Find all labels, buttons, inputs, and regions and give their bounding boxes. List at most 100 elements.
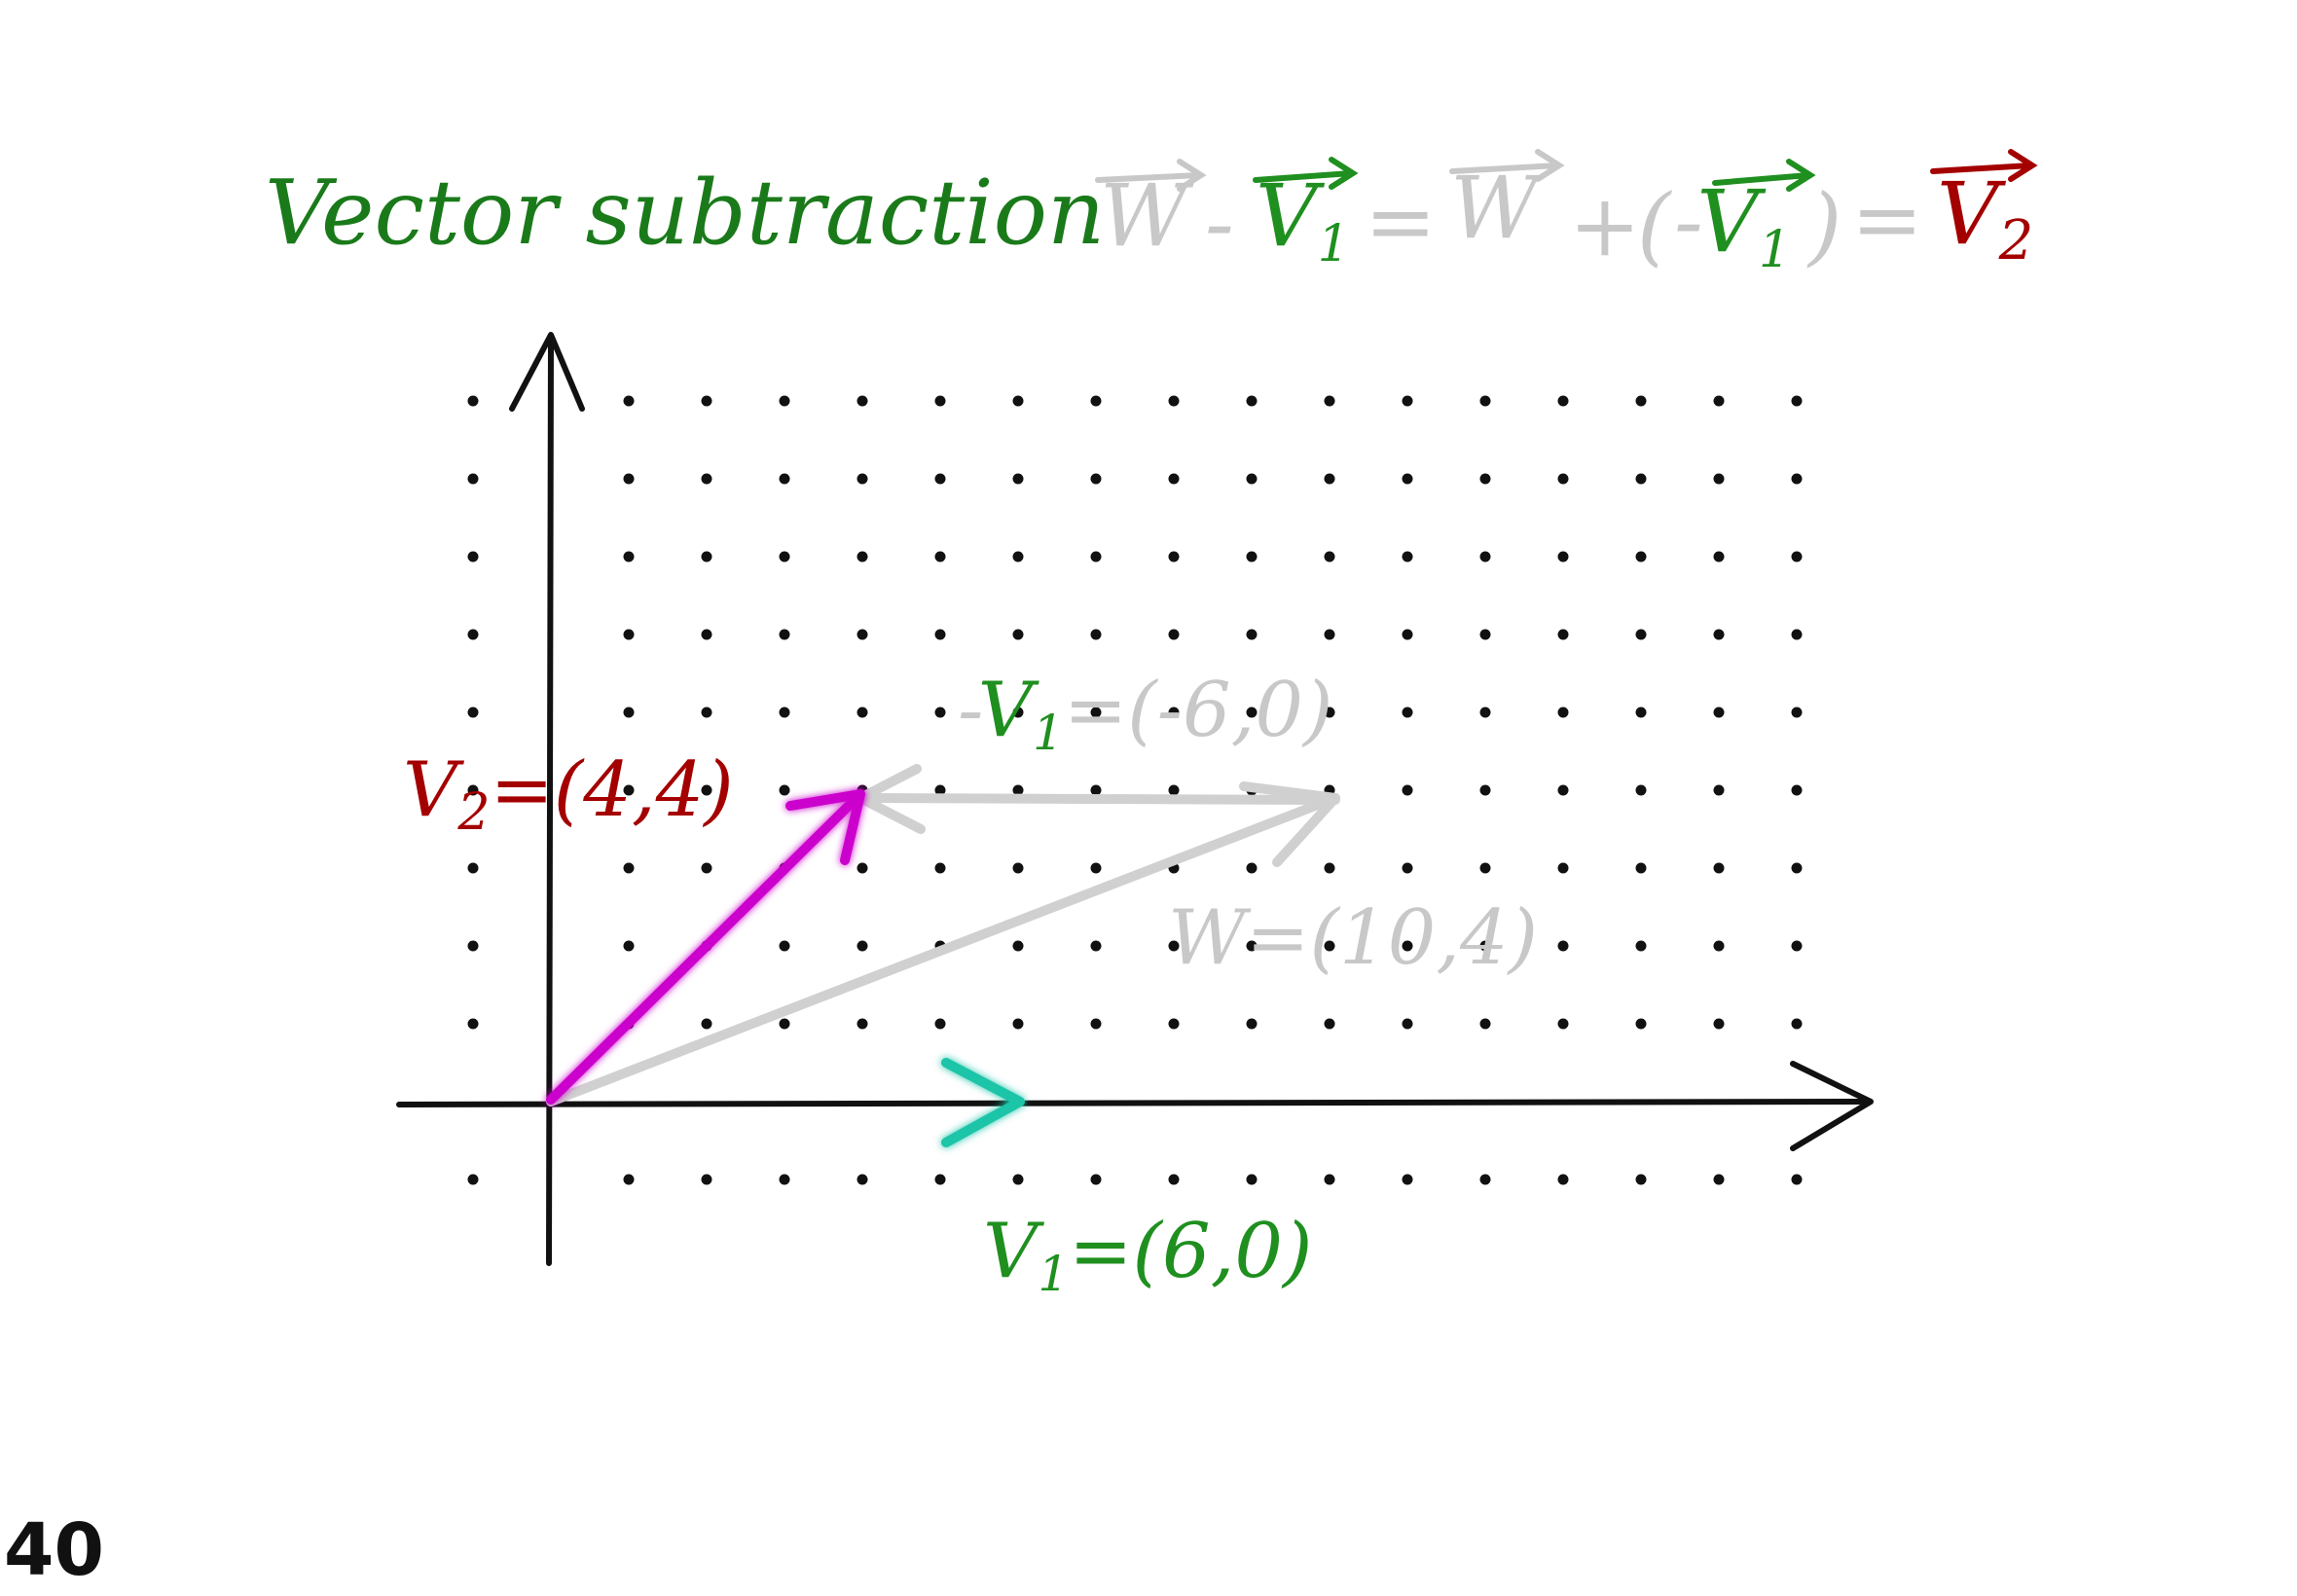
equation-neg-v1-main: V [1696,171,1767,272]
grid-dot [1791,395,1803,407]
grid-dot [623,862,635,874]
equation-plus: + [1569,175,1641,275]
label-v2: V2=(4,4) [403,746,734,842]
grid-dot [1479,862,1491,874]
vector-neg-v1 [856,793,1340,805]
grid-dot [1557,784,1569,796]
grid-dot [1635,1018,1647,1030]
grid-dot [1713,473,1725,485]
grid-dot [1324,1174,1335,1185]
grid-dot [1246,473,1258,485]
label-neg-v1: -V1=(-6,0) [958,667,1332,761]
grid-dot [857,629,868,640]
grid-dot [779,1174,790,1185]
vector-v1-arrowhead [941,1058,1025,1147]
grid-dot [1246,629,1258,640]
grid-dot [1635,940,1647,952]
grid-dot [1713,707,1725,718]
grid-dot [1479,551,1491,562]
grid-dot [934,395,946,407]
grid-dot [1713,629,1725,640]
equation-neg-v1-sign: - [1674,171,1700,272]
grid-dot [623,551,635,562]
grid-dot [857,473,868,485]
grid-dot [701,1018,712,1030]
grid-dot [779,1018,790,1030]
equation-v1-sub: 1 [1318,215,1350,273]
grid-dot [1791,862,1803,874]
grid-dot [934,784,946,796]
grid-dot [779,629,790,640]
grid-dot [1012,707,1024,718]
grid-dot [934,1174,946,1185]
grid-dot [1479,629,1491,640]
label-w: W=(10,4) [1168,894,1538,982]
grid-dot [1713,1018,1725,1030]
grid-dot [1012,395,1024,407]
grid-dot [701,784,712,796]
grid-dot [1168,629,1180,640]
grid-dot [467,395,479,407]
label-neg-v1-sub: 1 [1033,705,1064,761]
grid-dot [467,551,479,562]
grid-dot [467,629,479,640]
grid-dot [1402,551,1413,562]
grid-dot [1791,1018,1803,1030]
grid-dot [857,862,868,874]
grid-dot [1246,707,1258,718]
grid-dot [1324,862,1335,874]
grid-dot [1557,862,1569,874]
grid-dot [1090,862,1102,874]
grid-dot [1246,862,1258,874]
grid-dot [1324,940,1335,952]
grid-dot [1402,862,1413,874]
label-neg-v1-sign: - [958,667,981,754]
grid-dot [701,1174,712,1185]
grid-dot [1557,1174,1569,1185]
grid-dot [467,862,479,874]
grid-dot [1090,707,1102,718]
grid-dot [1012,629,1024,640]
grid-dot [467,784,479,796]
grid-dot [1791,629,1803,640]
grid-dot [1635,395,1647,407]
grid-dot [467,1174,479,1185]
equation-w-2-arrow [1449,149,1565,182]
grid-dot [1402,784,1413,796]
grid-dot [1246,395,1258,407]
grid-dot [1791,551,1803,562]
y-axis [546,334,554,1266]
grid-dot [1713,940,1725,952]
grid-dot [701,629,712,640]
grid-dot [1012,862,1024,874]
grid-dot [1557,473,1569,485]
grid-dot [1635,473,1647,485]
grid-dot [1402,629,1413,640]
grid-dot [1324,1018,1335,1030]
grid-dot [1168,551,1180,562]
equation-v2-arrow [1930,149,2038,182]
grid-dot [1479,707,1491,718]
grid-dot [1713,551,1725,562]
grid-dot [701,473,712,485]
grid-dot [1090,784,1102,796]
label-v2-sub: 2 [456,783,490,842]
grid-dot [1557,940,1569,952]
vector-v2-arrowhead [785,789,865,865]
grid-dot [623,629,635,640]
grid-dot [1324,395,1335,407]
page-number: 40 [4,1508,104,1592]
grid-dot [1324,629,1335,640]
grid-dot [1090,629,1102,640]
grid-dot [934,862,946,874]
grid-dot [467,707,479,718]
grid-dot [701,862,712,874]
equation-neg-v1-sub: 1 [1759,221,1791,279]
grid-dot [1791,940,1803,952]
grid-dot [779,551,790,562]
grid-dot [1479,1174,1491,1185]
grid-dot [623,395,635,407]
grid-dot [1479,395,1491,407]
grid-dot [1479,1018,1491,1030]
grid-dot [1246,1018,1258,1030]
